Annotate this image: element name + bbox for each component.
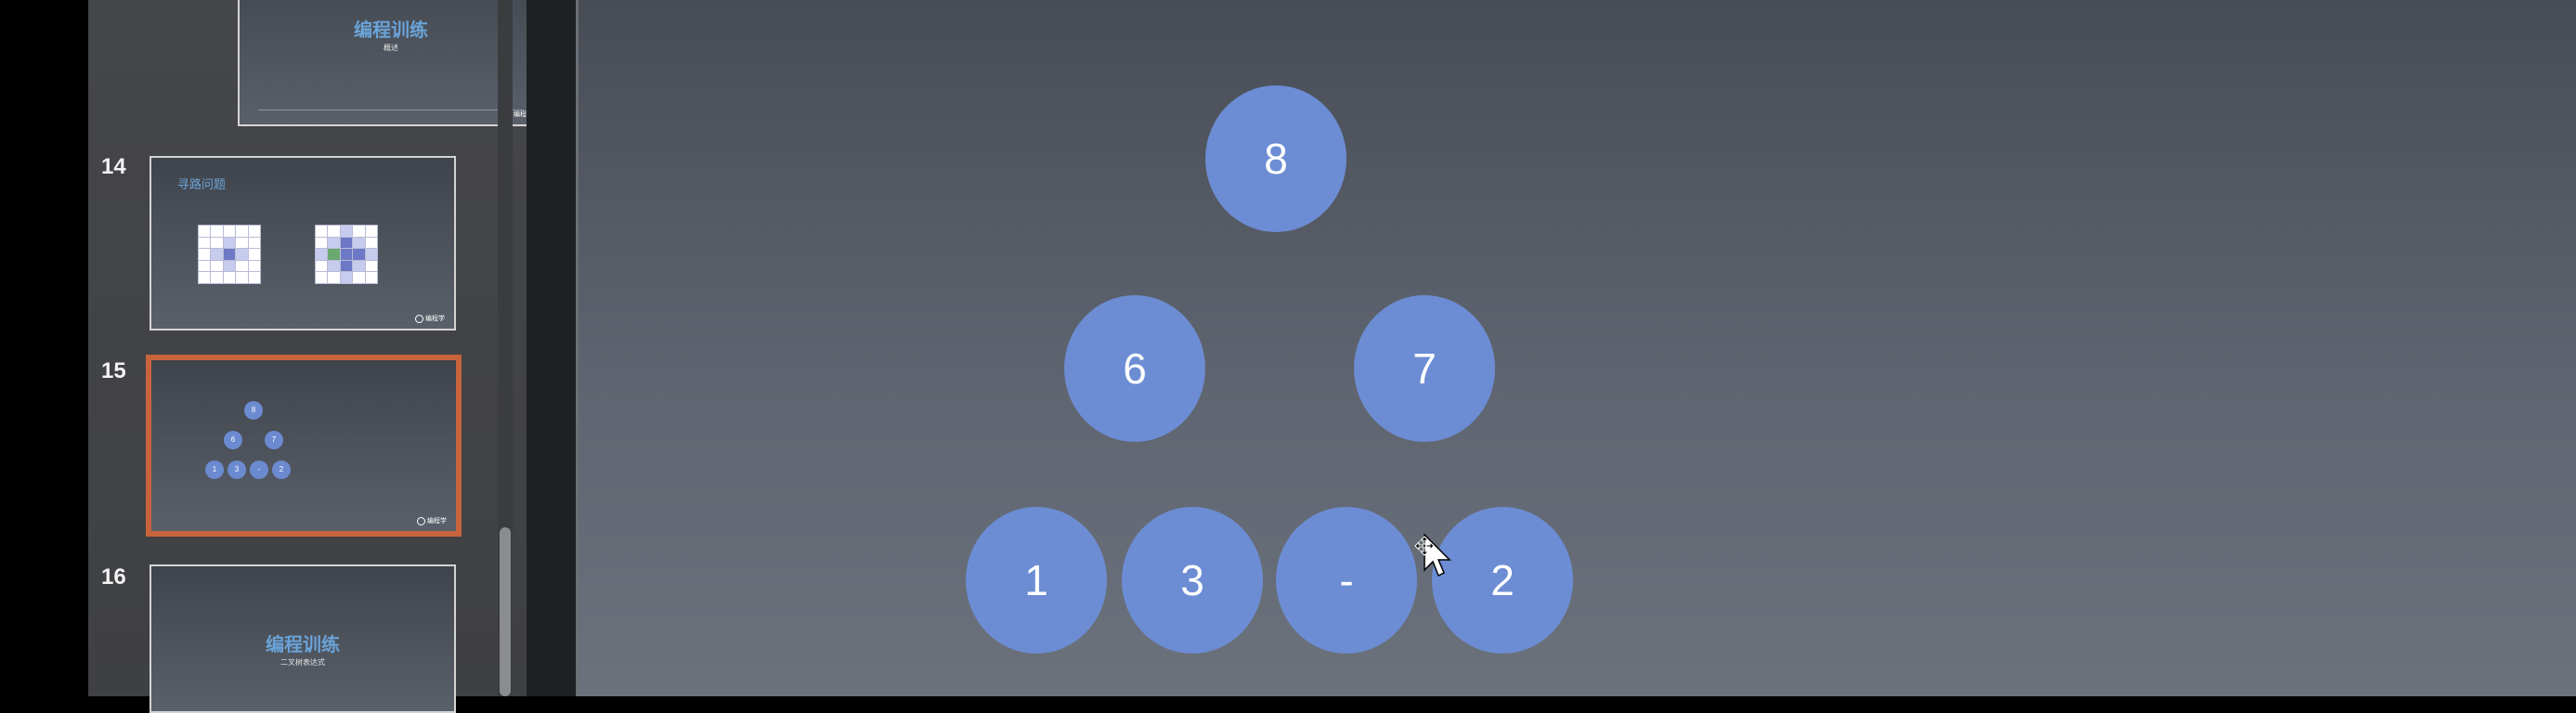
thumb-title: 编程训练 — [266, 633, 340, 655]
window-left-margin — [0, 0, 88, 696]
slide-number-16: 16 — [101, 564, 126, 590]
move-cursor-icon — [1414, 533, 1451, 577]
thumb-logo: 编程学 — [415, 314, 445, 323]
slide-thumbnail-panel[interactable]: 编程训练 概述 编程学 14 寻路问题 编程学 15 8 6 7 1 3 - — [88, 0, 544, 713]
mini-node: 8 — [244, 401, 263, 420]
thumb-subtitle: 二叉树表达式 — [280, 658, 325, 667]
tree-leaf-2[interactable]: 3 — [1122, 507, 1263, 654]
thumb-subtitle: 概述 — [384, 44, 398, 52]
tree-node-right[interactable]: 7 — [1354, 295, 1495, 442]
panel-divider-line — [576, 0, 579, 696]
mini-node: 3 — [228, 460, 246, 479]
thumb-title: 寻路问题 — [177, 178, 227, 192]
mini-node: 6 — [224, 431, 242, 449]
slide-thumbnail-15-selected[interactable]: 8 6 7 1 3 - 2 编程学 — [146, 355, 462, 537]
thumb-title: 编程训练 — [354, 19, 428, 41]
slide-thumbnail-13[interactable]: 编程训练 概述 编程学 — [238, 0, 544, 126]
mini-node: 7 — [265, 431, 283, 449]
thumb-logo: 编程学 — [503, 110, 533, 119]
tree-leaf-1[interactable]: 1 — [966, 507, 1107, 654]
slide-thumbnail-16[interactable]: 编程训练 二叉树表达式 — [150, 564, 456, 713]
grid-illustration-1 — [198, 225, 261, 284]
slide-number-15: 15 — [101, 358, 126, 383]
slide-thumbnail-14[interactable]: 寻路问题 编程学 — [150, 156, 456, 331]
tree-node-left[interactable]: 6 — [1064, 295, 1205, 442]
grid-illustration-2 — [315, 225, 378, 284]
thumbnail-scrollbar-thumb[interactable] — [500, 527, 511, 696]
slide-editing-canvas[interactable] — [579, 0, 2576, 696]
thumbnail-scrollbar-track[interactable] — [498, 0, 513, 696]
tree-leaf-3[interactable]: - — [1276, 507, 1417, 654]
thumb-logo: 编程学 — [417, 516, 447, 525]
tree-leaf-4[interactable]: 2 — [1432, 507, 1573, 654]
slide-number-14: 14 — [101, 154, 126, 179]
mini-node: 2 — [272, 460, 291, 479]
mini-node: 1 — [205, 460, 224, 479]
tree-node-root[interactable]: 8 — [1205, 85, 1347, 232]
mini-node: - — [250, 460, 268, 479]
panel-divider[interactable] — [527, 0, 578, 696]
